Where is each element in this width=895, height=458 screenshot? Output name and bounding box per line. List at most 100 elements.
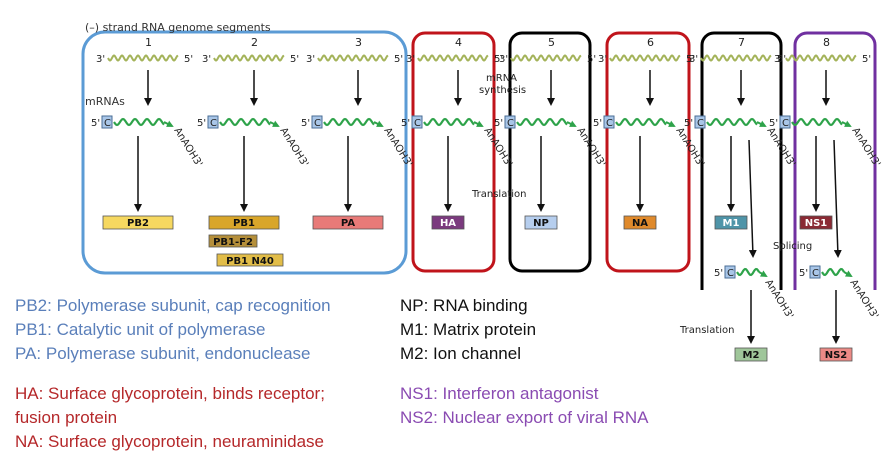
- vrna-wave-2: [213, 54, 285, 62]
- cap-box-7: [694, 115, 706, 129]
- protein-box-PB1: [208, 215, 280, 230]
- cap-label-3: C: [314, 118, 321, 129]
- five-prime-label-1: 5': [91, 118, 100, 129]
- vrna-wave-5: [510, 54, 582, 62]
- translation-label: Translation: [471, 189, 527, 200]
- three-prime-label-8: 3': [774, 54, 783, 65]
- segment-number-6: 6: [647, 36, 654, 49]
- group-box-na: [605, 31, 691, 273]
- protein-label-NA: NA: [632, 218, 648, 229]
- segment-number-2: 2: [251, 36, 258, 49]
- vrna-wave-6: [609, 54, 681, 62]
- legend-purple: NS1: Interferon antagonist NS2: Nuclear …: [400, 382, 648, 430]
- svg-text:AnAOH3': AnAOH3': [277, 126, 310, 169]
- group-box-np: [508, 31, 592, 273]
- cap-label-4: C: [414, 118, 421, 129]
- cap-label-8: C: [782, 118, 789, 129]
- mrna-arrow-3: [373, 120, 384, 127]
- five-prime-label-2: 5': [197, 118, 206, 129]
- five-prime-label-4: 5': [401, 118, 410, 129]
- cap-box-3: [311, 115, 323, 129]
- cap-box-2: [207, 115, 219, 129]
- segment-number-1: 1: [145, 36, 152, 49]
- mrna-wave-7: [706, 117, 758, 127]
- legend-red: HA: Surface glycoprotein, binds receptor…: [15, 382, 325, 454]
- mrna-wave-6: [615, 117, 667, 127]
- vrna-five-prime-label-1: 5': [184, 54, 193, 65]
- legend-ns1: NS1: Interferon antagonist: [400, 384, 599, 403]
- group-box-ha: [411, 31, 496, 273]
- protein-label-PB1: PB1: [233, 218, 255, 229]
- vrna-five-prime-label-2: 5': [290, 54, 299, 65]
- mrna-label: mRNAs: [85, 95, 125, 108]
- five-prime-label-3: 5': [301, 118, 310, 129]
- protein-box-PB2: [102, 215, 174, 230]
- cap-box-8: [779, 115, 791, 129]
- protein-label-NS1: NS1: [805, 218, 828, 229]
- polya-label-2: AnAOH3': [277, 126, 310, 169]
- protein-box-NS1: [799, 215, 833, 230]
- legend-m1: M1: Matrix protein: [400, 320, 537, 339]
- cap-label-1: C: [104, 118, 111, 129]
- vrna-wave-4: [417, 54, 489, 62]
- three-prime-label-7: 3': [689, 54, 698, 65]
- protein-label-pb1-f2: PB1-F2: [213, 237, 253, 248]
- legend-ha-cont: fusion protein: [15, 408, 118, 427]
- vrna-five-prime-label-7: 5': [777, 54, 786, 65]
- mrna-wave-4: [423, 117, 475, 127]
- protein-box-pb1-n40: [216, 253, 284, 267]
- protein-label-M1: M1: [723, 218, 740, 229]
- protein-label-pb1-n40: PB1 N40: [226, 256, 274, 267]
- mrna-wave-1: [113, 117, 165, 127]
- protein-box-M1: [714, 215, 748, 230]
- segment-number-7: 7: [738, 36, 745, 49]
- protein-box-NA: [623, 215, 657, 230]
- strand-label: (–) strand RNA genome segments: [85, 21, 271, 34]
- vrna-five-prime-label-4: 5': [494, 54, 503, 65]
- svg-text:AnAOH3': AnAOH3': [849, 126, 882, 169]
- polya-label-3: AnAOH3': [381, 126, 414, 169]
- cap-box-4: [411, 115, 423, 129]
- mrna-arrow-6: [665, 120, 676, 127]
- protein-box-M2: [734, 347, 768, 362]
- legend-np: NP: RNA binding: [400, 296, 528, 315]
- legend-ha: HA: Surface glycoprotein, binds receptor…: [15, 384, 325, 403]
- group-box-m: [700, 31, 783, 290]
- three-prime-label-5: 3': [499, 54, 508, 65]
- vrna-wave-3: [317, 54, 389, 62]
- vrna-wave-1: [107, 54, 179, 62]
- segment-number-3: 3: [355, 36, 362, 49]
- protein-box-NP: [524, 215, 558, 230]
- legend-ns2: NS2: Nuclear export of viral RNA: [400, 408, 649, 427]
- mrna-wave-2: [219, 117, 271, 127]
- three-prime-label-1: 3': [96, 54, 105, 65]
- protein-label-NP: NP: [533, 218, 549, 229]
- cap-box-1: [101, 115, 113, 129]
- cap-box-6: [603, 115, 615, 129]
- mrna-wave-3: [323, 117, 375, 127]
- protein-box-NS2: [819, 347, 853, 362]
- legend-pb2: PB2: Polymerase subunit, cap recognition: [15, 296, 331, 315]
- segment-number-8: 8: [823, 36, 830, 49]
- cap-box-5: [504, 115, 516, 129]
- splicing-label: Splicing: [773, 241, 812, 252]
- segment-number-4: 4: [455, 36, 462, 49]
- polya-label-1: AnAOH3': [171, 126, 204, 169]
- mrna-arrow-4: [473, 120, 484, 127]
- three-prime-label-6: 3': [598, 54, 607, 65]
- protein-box-PA: [312, 215, 384, 230]
- legend-black: NP: RNA binding M1: Matrix protein M2: I…: [400, 294, 536, 366]
- vrna-five-prime-label-3: 5': [394, 54, 403, 65]
- legend-na: NA: Surface glycoprotein, neuraminidase: [15, 432, 324, 451]
- segments-layer: 13'5'5'CAnAOH3'PB223'5'5'CAnAOH3'PB1PB1-…: [91, 36, 882, 267]
- protein-box-HA: [431, 215, 465, 230]
- protein-label-NS2: NS2: [825, 350, 848, 361]
- five-prime-label-5: 5': [494, 118, 503, 129]
- legend-pa: PA: Polymerase subunit, endonuclease: [15, 344, 311, 363]
- mrna-arrow-7: [756, 120, 767, 127]
- protein-label-PA: PA: [341, 218, 355, 229]
- mrna-arrow-1: [163, 120, 174, 127]
